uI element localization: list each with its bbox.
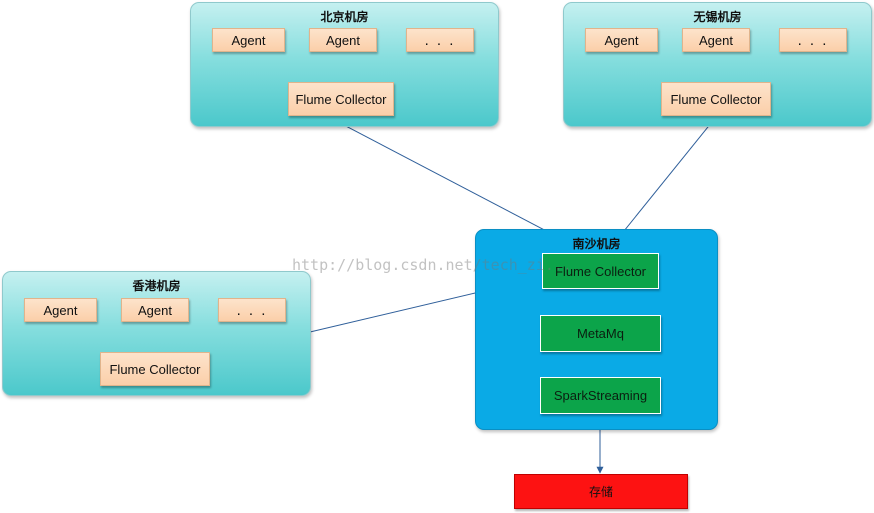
agent-node: Agent <box>212 28 285 52</box>
datacenter-title: 南沙机房 <box>572 237 621 251</box>
storage-node: 存储 <box>514 474 688 509</box>
agent-node: Agent <box>585 28 658 52</box>
datacenter-title: 无锡机房 <box>693 10 742 24</box>
agent-node: Agent <box>121 298 189 322</box>
agent-ellipsis-node: . . . <box>779 28 847 52</box>
datacenter-title: 北京机房 <box>320 10 369 24</box>
agent-node: Agent <box>682 28 750 52</box>
agent-ellipsis-node: . . . <box>218 298 286 322</box>
flume-collector-node: Flume Collector <box>288 82 394 116</box>
flume-collector-node: Flume Collector <box>100 352 210 386</box>
agent-node: Agent <box>309 28 377 52</box>
spark-streaming-node: SparkStreaming <box>540 377 661 414</box>
datacenter-title: 香港机房 <box>132 279 181 293</box>
agent-ellipsis-node: . . . <box>406 28 474 52</box>
metamq-node: MetaMq <box>540 315 661 352</box>
flume-collector-node: Flume Collector <box>661 82 771 116</box>
nansha-flume-collector-node: Flume Collector <box>542 253 659 289</box>
agent-node: Agent <box>24 298 97 322</box>
